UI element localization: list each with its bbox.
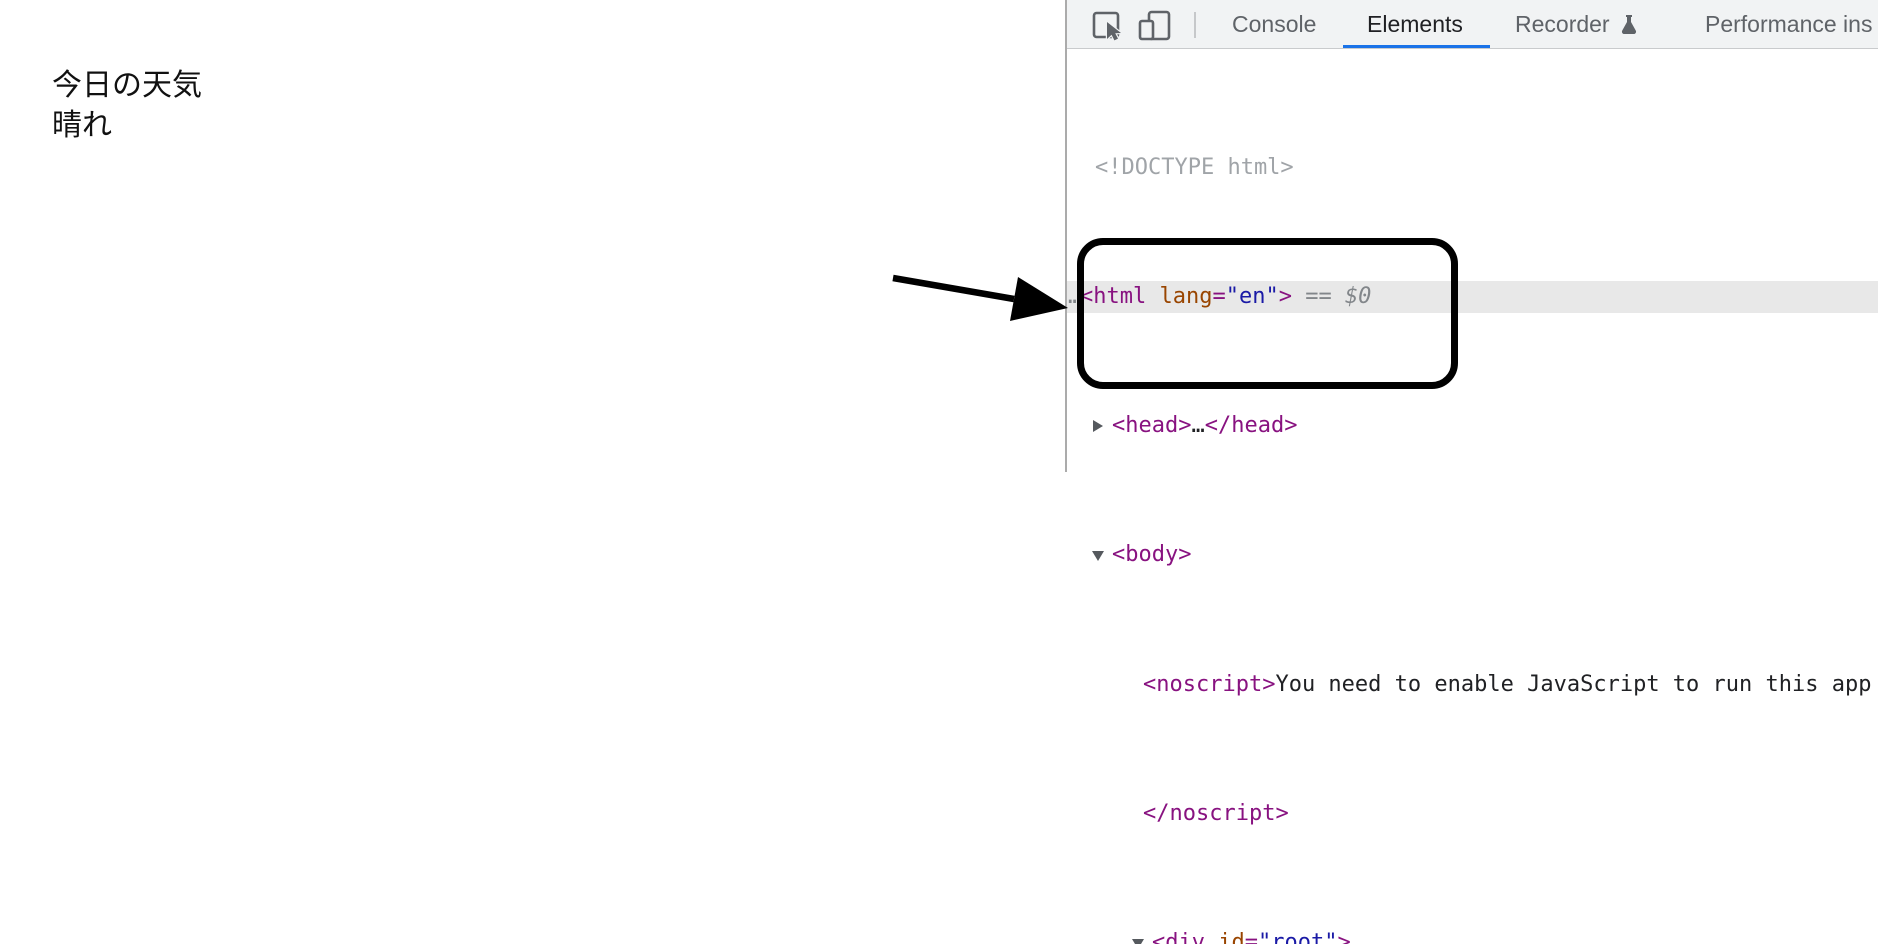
doctype-text: <!DOCTYPE html> <box>1095 154 1294 180</box>
flask-experiment-icon <box>1619 3 1639 51</box>
tab-recorder-label: Recorder <box>1515 11 1610 37</box>
dollar-zero-badge: $0 <box>1344 284 1372 310</box>
collapse-arrow-icon[interactable] <box>1132 939 1144 944</box>
weather-text-block: 今日の天気 晴れ <box>52 66 202 146</box>
dom-node-html[interactable]: …<html lang="en"> == $0 <box>1067 281 1878 314</box>
expand-arrow-icon[interactable] <box>1093 420 1106 433</box>
device-toolbar-icon[interactable] <box>1137 8 1171 42</box>
dom-node-head[interactable]: <head>…</head> <box>1067 410 1878 442</box>
hidden-content-ellipsis: … <box>1068 284 1082 310</box>
tab-elements[interactable]: Elements <box>1367 0 1463 48</box>
active-tab-underline <box>1343 45 1490 48</box>
dom-node-root-div[interactable]: <div id="root"> <box>1067 927 1878 944</box>
rendered-page: 今日の天気 晴れ <box>0 0 1065 472</box>
weather-title: 今日の天気 <box>52 69 202 102</box>
dom-node-body[interactable]: <body> <box>1067 539 1878 571</box>
tab-elements-label: Elements <box>1367 11 1463 37</box>
tab-performance-label: Performance ins <box>1705 11 1873 37</box>
dom-node-doctype[interactable]: <!DOCTYPE html> <box>1067 152 1878 184</box>
dom-tree: <!DOCTYPE html> …<html lang="en"> == $0 … <box>1067 49 1878 944</box>
collapse-arrow-icon[interactable] <box>1092 551 1104 564</box>
inspect-element-icon[interactable] <box>1090 8 1125 43</box>
dom-node-noscript[interactable]: <noscript>You need to enable JavaScript … <box>1143 671 1872 697</box>
devtools-toolbar: Console Elements Recorder Performance in… <box>1067 0 1878 49</box>
devtools-panel: Console Elements Recorder Performance in… <box>1065 0 1878 944</box>
weather-value: 晴れ <box>52 109 112 142</box>
toolbar-separator <box>1194 12 1196 38</box>
tab-performance-insights[interactable]: Performance ins <box>1705 0 1872 48</box>
dom-node-noscript-close[interactable]: </noscript> <box>1143 800 1289 826</box>
tab-recorder[interactable]: Recorder <box>1515 0 1639 48</box>
tab-console-label: Console <box>1232 11 1317 37</box>
tab-console[interactable]: Console <box>1232 0 1316 48</box>
